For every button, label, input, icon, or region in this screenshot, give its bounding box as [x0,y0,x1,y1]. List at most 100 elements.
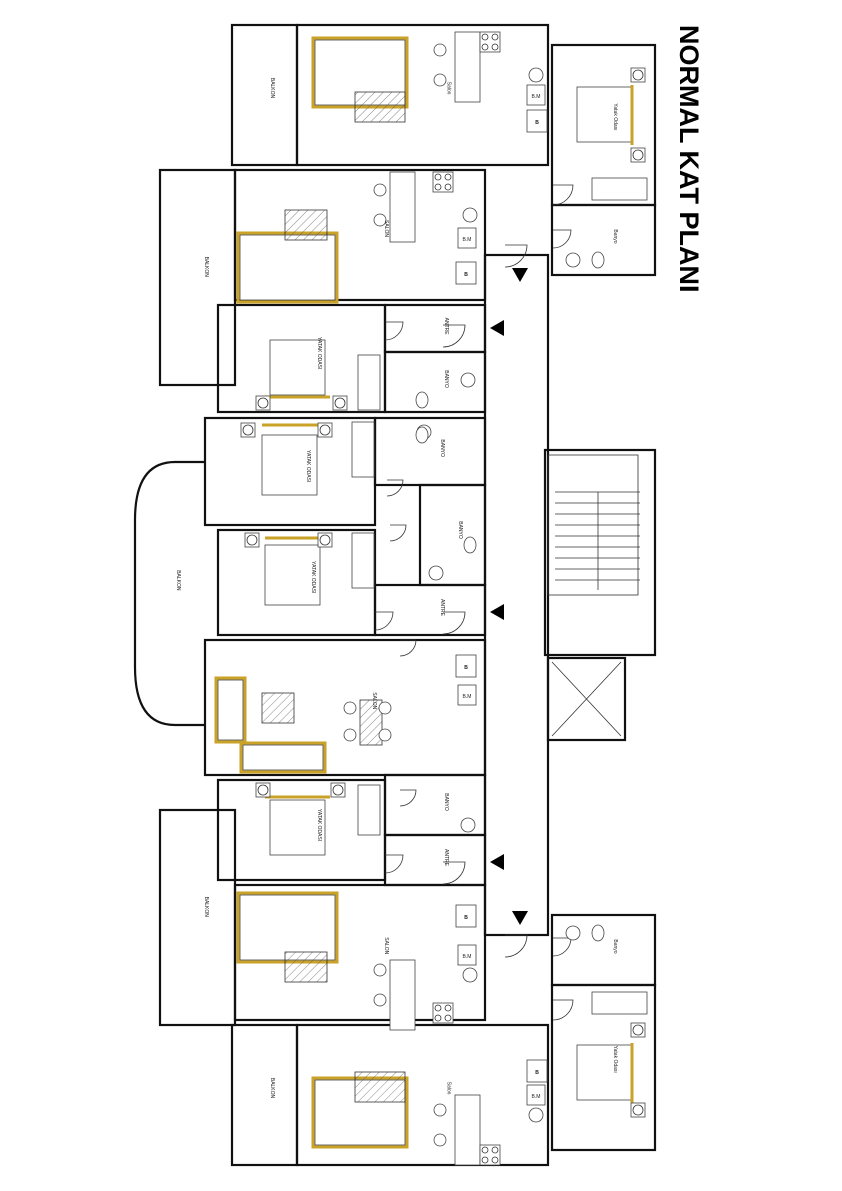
room-banyo-1 [550,203,657,277]
bed [576,1044,633,1101]
stove-burner-icon [491,1146,499,1154]
sink-icon [462,967,478,983]
fridge [455,261,477,285]
room-label-yatak-7: Yatak Odası [612,1046,618,1073]
stove [479,31,501,53]
room-label-antre-2: ANTRE [443,318,449,336]
stove-burner-icon [434,1004,442,1012]
stool [433,43,447,57]
entrance-arrow-icon [490,320,504,336]
room-balkon-8 [230,1023,299,1167]
walls [133,23,657,1167]
bed [269,799,326,856]
stove-burner-icon [434,183,442,191]
dishwasher [457,227,477,249]
room-label-salon-1: Salon [446,82,452,95]
stove-burner-icon [481,43,489,51]
kitchen-island [389,959,416,1031]
fridge [526,109,548,133]
lamp-icon [257,784,269,796]
sink-icon [528,67,544,83]
stove-burner-icon [491,43,499,51]
room-label-banyo-7: Banyo [612,939,618,953]
door-swing [552,184,574,206]
fridge-label: B [464,915,468,921]
dishwasher [457,684,477,706]
elevator-shaft [546,656,627,742]
toilet-icon [463,536,477,554]
door-swing [442,324,466,348]
lamp-icon [319,424,331,436]
entrance-arrow-icon [490,604,504,620]
sofa [239,234,336,301]
fridge [526,1059,548,1083]
stove-burner-icon [491,33,499,41]
coffee-table [284,951,328,983]
sofa [239,894,336,961]
dishwasher [526,84,546,106]
entrance-arrow-icon [512,268,528,282]
stool [433,73,447,87]
toilet-icon [415,391,429,409]
room-label-yatak-5: YATAK ODASI [316,809,322,841]
room-label-yatak-3: YATAK ODASI [305,450,311,482]
door-swing [386,479,404,497]
stool [373,183,387,197]
dishwasher-label: B.M [532,94,541,100]
kitchen-island [454,31,481,103]
sink-icon [460,372,476,388]
sink-icon [462,207,478,223]
room-balkon-2 [158,168,237,387]
door-swing [399,789,417,807]
door-swing [384,321,404,341]
elevator-cross [551,661,622,737]
wardrobe [351,421,375,478]
room-yatak-4 [216,528,377,637]
door-swing [504,244,528,268]
door-swing [442,611,466,635]
coffee-table [261,692,295,724]
sofa-accent [239,741,327,774]
room-balkon-1 [230,23,299,167]
balcony-curved-outline [133,460,205,727]
stool [373,213,387,227]
stool [433,1133,447,1147]
coffee-table [284,209,328,241]
lamp-icon [632,1104,644,1116]
room-antre-5 [383,833,487,887]
door-swing [442,861,466,885]
fridge [455,654,477,678]
stool [433,1103,447,1117]
lamp-icon [246,534,258,546]
room-label-banyo-1: Banyo [612,229,618,243]
sofa [217,679,244,741]
kitchen-island [389,171,416,243]
stove-burner-icon [481,33,489,41]
lamp-icon [319,534,331,546]
room-antre-2 [383,303,487,354]
dishwasher-label: B.M [532,1094,541,1100]
room-salon-8 [295,1023,550,1167]
stove-burner-icon [481,1146,489,1154]
sofa-accent [214,676,247,744]
room-label-salon-2: SALON [383,220,389,237]
room-label-salon-8: Salon [446,1082,452,1095]
stove [479,1144,501,1166]
room-label-salon-6: SALON [383,937,389,954]
kitchen-island [454,1094,481,1166]
lamp-icon [632,1024,644,1036]
sofa [242,744,324,771]
stove-burner-icon [434,1014,442,1022]
room-antre-3 [373,583,487,637]
bed [269,339,326,396]
stove [432,1002,454,1024]
room-label-banyo-2: BANYO [443,370,449,388]
fridge-label: B [464,272,468,278]
room-label-balkon-1: BALKON [269,78,275,99]
dishwasher-label: B.M [463,237,472,243]
room-label-salon-3: SALON [371,692,377,709]
coffee-table [354,91,406,123]
sink-icon [528,1107,544,1123]
room-label-banyo-5: BANYO [443,793,449,811]
